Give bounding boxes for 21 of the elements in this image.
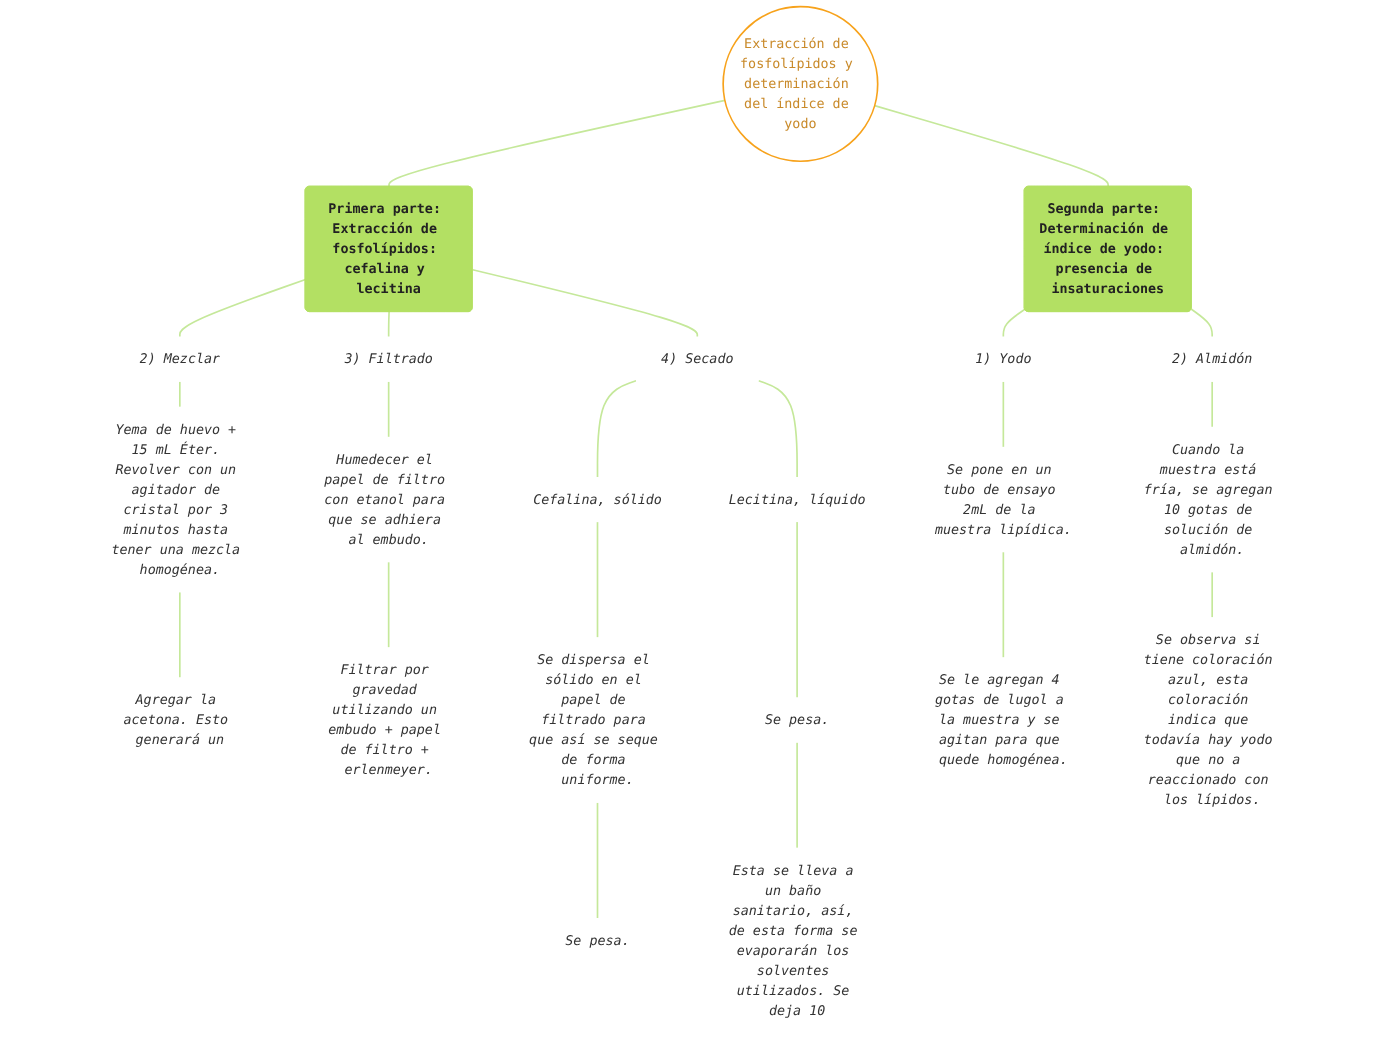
connector: [796, 521, 798, 699]
connector: [1002, 380, 1005, 448]
connector: [387, 561, 390, 649]
connector: [387, 380, 390, 438]
connector: [179, 591, 181, 679]
connector: [596, 521, 599, 639]
connector: [1002, 308, 1026, 338]
connector: [179, 278, 307, 338]
connector: [1002, 551, 1005, 659]
connector: [1211, 571, 1213, 619]
connector: [388, 99, 726, 188]
connector: [796, 741, 798, 849]
connector: [596, 801, 599, 919]
connector: [757, 379, 798, 478]
connector: [596, 379, 637, 478]
connector: [1211, 380, 1213, 428]
connector: [387, 311, 390, 338]
connector: [471, 268, 699, 338]
connector: [873, 104, 1109, 188]
connector: [1190, 308, 1213, 338]
connector: [179, 380, 181, 408]
